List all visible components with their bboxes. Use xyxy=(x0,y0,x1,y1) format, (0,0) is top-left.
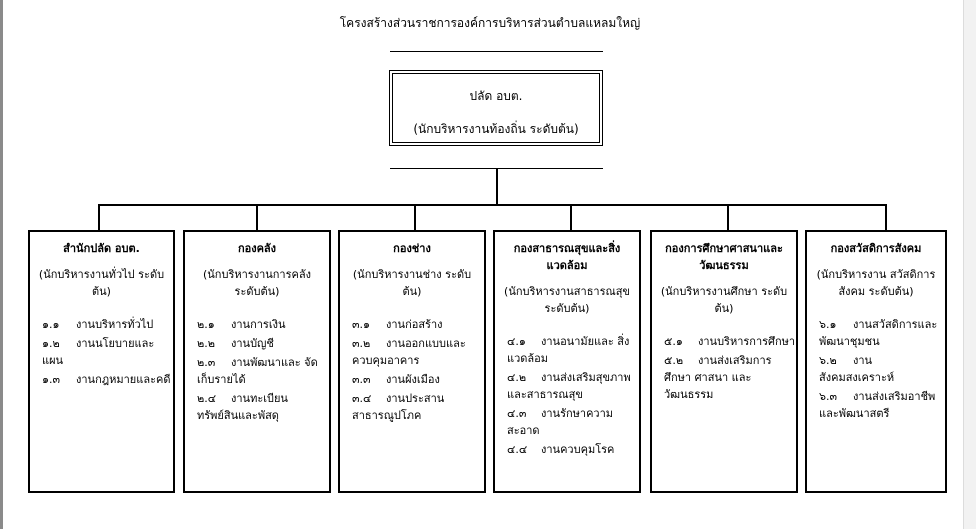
dept-task-item: ๕.๒งานส่งเสริมการศึกษา ศาสนา และ วัฒนธรร… xyxy=(664,352,796,403)
task-number: ๕.๒ xyxy=(664,354,684,367)
task-number: ๔.๑ xyxy=(507,335,526,348)
task-number: ๖.๓ xyxy=(819,390,837,403)
task-text: งานทะเบียน ทรัพย์สินและพัสดุ xyxy=(197,392,292,422)
task-text: งานออกแบบและ ควบคุมอาคาร xyxy=(352,337,470,367)
dept-title: กองสาธารณสุขและสิ่งแวดล้อม xyxy=(513,242,621,272)
dept-task-item: ๒.๑ งานการเงิน xyxy=(197,316,329,333)
dept-subtitle: (นักบริหารงานทั่วไป ระดับต้น) xyxy=(38,268,165,298)
dept-task-item: ๑.๒งานนโยบายและแผน xyxy=(42,335,173,369)
task-number: ๔.๓ xyxy=(507,407,527,420)
dept-subtitle: (นักบริหารงานช่าง ระดับต้น) xyxy=(352,268,472,298)
task-number: ๒.๒ xyxy=(197,337,215,350)
chief-title: ปลัด อบต. xyxy=(469,89,523,103)
dept-box-engineering: กองช่าง (นักบริหารงานช่าง ระดับต้น) ๓.๑ง… xyxy=(338,230,486,493)
task-text: งานส่งเสริมสุขภาพ และสาธารณสุข xyxy=(507,371,635,401)
scrollbar-edge xyxy=(963,0,976,529)
task-number: ๕.๑ xyxy=(664,335,683,348)
task-text: งานสวัสดิการและ พัฒนาชุมชน xyxy=(819,318,941,348)
task-number: ๒.๑ xyxy=(197,318,215,331)
title-underline xyxy=(390,51,603,52)
dept-task-item: ๖.๑งานสวัสดิการและ พัฒนาชุมชน xyxy=(819,316,945,350)
dept-task-item: ๓.๓ งานผังเมือง xyxy=(352,371,484,388)
dept-subtitle: (นักบริหารงานการคลัง ระดับต้น) xyxy=(203,268,311,298)
dept-task-item: ๖.๒งานสังคมสงเคราะห์ xyxy=(819,352,945,386)
dept-task-item: ๔.๑งานอนามัยและ สิ่งแวดล้อม xyxy=(507,333,639,367)
branch-drop-6 xyxy=(885,204,887,230)
branch-drop-1 xyxy=(98,204,100,230)
dept-box-finance: กองคลัง (นักบริหารงานการคลัง ระดับต้น) ๒… xyxy=(183,230,331,493)
task-number: ๓.๑ xyxy=(352,318,370,331)
task-number: ๓.๔ xyxy=(352,392,372,405)
task-number: ๒.๓ xyxy=(197,356,216,369)
dept-task-list: ๔.๑งานอนามัยและ สิ่งแวดล้อม ๔.๒งานส่งเสร… xyxy=(495,333,639,458)
task-text: งานสังคมสงเคราะห์ xyxy=(819,354,895,384)
task-number: ๑.๓ xyxy=(42,373,60,386)
dept-task-item: ๑.๑ งานบริหารทั่วไป xyxy=(42,316,173,333)
chief-administrator-box: ปลัด อบต. (นักบริหารงานท้องถิ่น ระดับต้น… xyxy=(389,70,603,146)
dept-task-item: ๓.๑ งานก่อสร้าง xyxy=(352,316,484,333)
dept-task-item: ๓.๒งานออกแบบและ ควบคุมอาคาร xyxy=(352,335,484,369)
dept-title: กองช่าง xyxy=(393,242,431,255)
task-text: งานการเงิน xyxy=(231,318,286,331)
task-number: ๖.๒ xyxy=(819,354,837,367)
task-number: ๖.๑ xyxy=(819,318,837,331)
left-margin-bar xyxy=(0,0,3,529)
task-text: งานอนามัยและ สิ่งแวดล้อม xyxy=(507,335,630,365)
dept-task-item: ๖.๓งานส่งเสริมอาชีพ และพัฒนาสตรี xyxy=(819,388,945,422)
task-text: งานนโยบายและแผน xyxy=(42,337,155,367)
dept-box-office-of-chief: สำนักปลัด อบต. (นักบริหารงานทั่วไป ระดับ… xyxy=(28,230,175,493)
branch-drop-3 xyxy=(414,204,416,230)
dept-task-item: ๒.๔งานทะเบียน ทรัพย์สินและพัสดุ xyxy=(197,390,329,424)
dept-box-social-welfare: กองสวัสดิการสังคม (นักบริหารงาน สวัสดิกา… xyxy=(805,230,947,493)
dept-box-public-health: กองสาธารณสุขและสิ่งแวดล้อม (นักบริหารงาน… xyxy=(493,230,641,493)
dept-task-item: ๒.๓งานพัฒนาและ จัดเก็บรายได้ xyxy=(197,354,329,388)
branch-drop-5 xyxy=(727,204,729,230)
branch-bar xyxy=(98,204,887,206)
dept-title: กองการศึกษาศาสนาและวัฒนธรรม xyxy=(665,242,783,272)
dept-task-item: ๒.๒ งานบัญชี xyxy=(197,335,329,352)
dept-task-list: ๖.๑งานสวัสดิการและ พัฒนาชุมชน ๖.๒งานสังค… xyxy=(807,316,945,422)
task-number: ๑.๒ xyxy=(42,337,60,350)
branch-drop-2 xyxy=(256,204,258,230)
page-title: โครงสร้างส่วนราชการองค์การบริหารส่วนตำบล… xyxy=(339,16,641,30)
task-number: ๓.๓ xyxy=(352,373,371,386)
trunk-connector xyxy=(496,168,498,205)
task-text: งานบัญชี xyxy=(231,337,274,350)
dept-title: สำนักปลัด อบต. xyxy=(63,242,140,255)
dept-task-item: ๔.๔ งานควบคุมโรค xyxy=(507,441,639,458)
task-number: ๔.๒ xyxy=(507,371,527,384)
dept-task-item: ๔.๒งานส่งเสริมสุขภาพ และสาธารณสุข xyxy=(507,369,639,403)
dept-task-item: ๓.๔งานประสาน สาธารณูปโภค xyxy=(352,390,484,424)
task-text: งานควบคุมโรค xyxy=(541,443,615,456)
dept-box-education: กองการศึกษาศาสนาและวัฒนธรรม (นักบริหารงา… xyxy=(650,230,798,493)
task-number: ๔.๔ xyxy=(507,443,528,456)
dept-task-list: ๓.๑ งานก่อสร้าง ๓.๒งานออกแบบและ ควบคุมอาค… xyxy=(340,316,484,424)
task-text: งานพัฒนาและ จัดเก็บรายได้ xyxy=(197,356,318,386)
dept-task-item: ๕.๑ งานบริหารการศึกษา xyxy=(664,333,796,350)
branch-drop-4 xyxy=(570,204,572,230)
dept-title: กองสวัสดิการสังคม xyxy=(830,242,922,255)
dept-task-list: ๒.๑ งานการเงิน ๒.๒ งานบัญชี ๒.๓งานพัฒนาและ… xyxy=(185,316,329,424)
task-text: งานส่งเสริมการศึกษา ศาสนา และ วัฒนธรรม xyxy=(664,354,772,401)
task-text: งานก่อสร้าง xyxy=(386,318,443,331)
dept-subtitle: (นักบริหารงานสาธารณสุข ระดับต้น) xyxy=(504,285,630,315)
dept-title: กองคลัง xyxy=(237,242,277,255)
dept-subtitle: (นักบริหารงานศึกษา ระดับต้น) xyxy=(660,285,788,315)
dept-task-item: ๑.๓ งานกฎหมายและคดี xyxy=(42,371,173,388)
task-text: งานประสาน สาธารณูปโภค xyxy=(352,392,448,422)
chief-subtitle: (นักบริหารงานท้องถิ่น ระดับต้น) xyxy=(413,122,579,136)
task-number: ๑.๑ xyxy=(42,318,60,331)
task-text: งานบริหารทั่วไป xyxy=(76,318,154,331)
task-text: งานรักษาความสะอาด xyxy=(507,407,614,437)
dept-task-list: ๕.๑ งานบริหารการศึกษา ๕.๒งานส่งเสริมการศึ… xyxy=(652,333,796,403)
dept-task-list: ๑.๑ งานบริหารทั่วไป ๑.๒งานนโยบายและแผน ๑.… xyxy=(30,316,173,388)
task-text: งานส่งเสริมอาชีพ และพัฒนาสตรี xyxy=(819,390,939,420)
dept-task-item: ๔.๓งานรักษาความสะอาด xyxy=(507,405,639,439)
task-text: งานผังเมือง xyxy=(386,373,440,386)
task-number: ๒.๔ xyxy=(197,392,217,405)
dept-subtitle: (นักบริหารงาน สวัสดิการสังคม ระดับต้น) xyxy=(816,268,936,298)
task-text: งานกฎหมายและคดี xyxy=(76,373,171,386)
task-text: งานบริหารการศึกษา xyxy=(698,335,796,348)
task-number: ๓.๒ xyxy=(352,337,371,350)
